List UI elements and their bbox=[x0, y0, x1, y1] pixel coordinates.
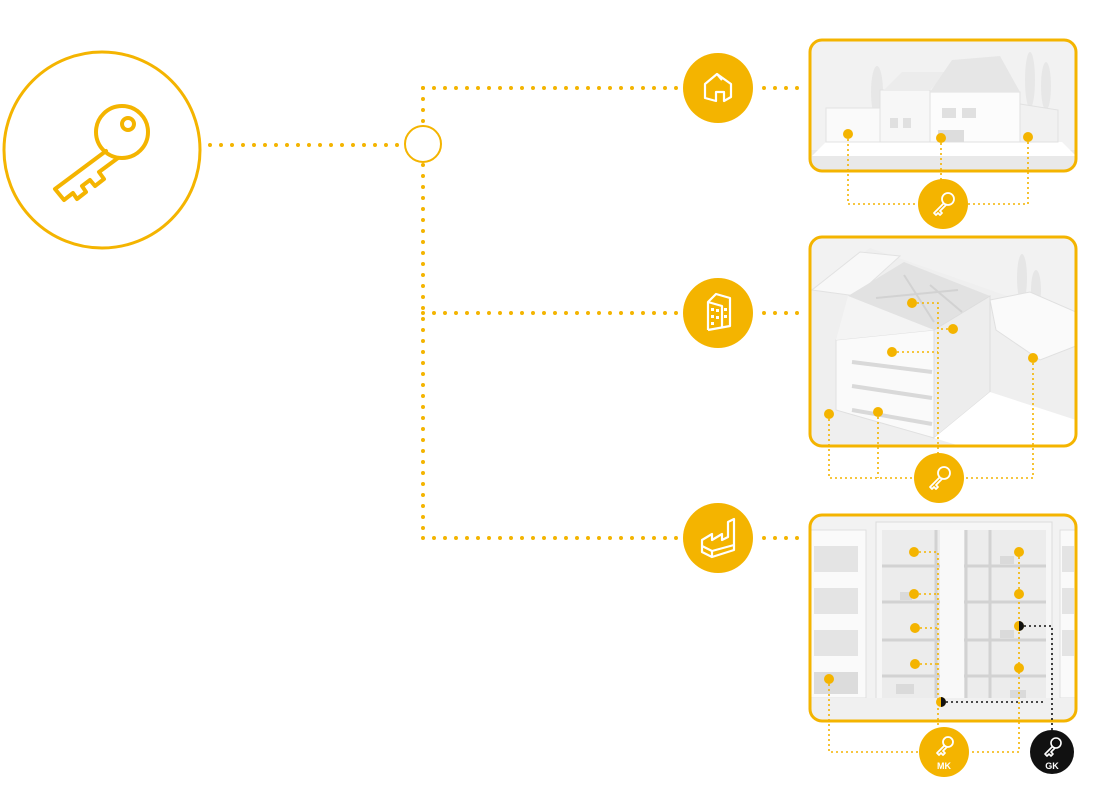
branch-node-commercial bbox=[683, 503, 753, 573]
lock-point bbox=[936, 133, 946, 143]
apartment-panel bbox=[808, 235, 1078, 448]
lock-point bbox=[907, 298, 917, 308]
key-icon bbox=[936, 736, 954, 756]
lock-point bbox=[1014, 663, 1024, 673]
lock-points bbox=[824, 129, 1038, 684]
lock-point bbox=[1014, 589, 1024, 599]
single-family-house-render bbox=[810, 52, 1076, 171]
house-key-badge bbox=[918, 179, 968, 229]
shared-lock-points bbox=[936, 621, 1024, 707]
key-icon bbox=[933, 192, 955, 216]
lock-point bbox=[843, 129, 853, 139]
lock-point bbox=[1023, 132, 1033, 142]
lock-point bbox=[909, 547, 919, 557]
grand-key-connectors bbox=[941, 625, 1053, 735]
factory-icon bbox=[700, 517, 736, 559]
key-icon bbox=[1044, 737, 1062, 757]
house-icon bbox=[703, 72, 733, 103]
junction-ring bbox=[404, 125, 442, 163]
master-key-node bbox=[2, 50, 202, 250]
key-icon bbox=[53, 104, 150, 202]
master-key-label: MK bbox=[937, 761, 951, 771]
lock-point bbox=[910, 659, 920, 669]
lock-point bbox=[1014, 547, 1024, 557]
apartment-key-badge bbox=[914, 453, 964, 503]
apartment-building-render bbox=[810, 248, 1076, 446]
lock-point bbox=[873, 407, 883, 417]
lock-connectors bbox=[828, 134, 1034, 753]
house-panel bbox=[808, 38, 1078, 173]
lock-point bbox=[824, 409, 834, 419]
lock-point bbox=[948, 324, 958, 334]
lock-point bbox=[909, 589, 919, 599]
lock-point bbox=[910, 623, 920, 633]
grand-key-badge: GK bbox=[1030, 730, 1074, 774]
key-icon bbox=[929, 466, 951, 490]
branch-node-apartment bbox=[683, 278, 753, 348]
branch-node-house bbox=[683, 53, 753, 123]
lock-point bbox=[887, 347, 897, 357]
commercial-building-cutaway-render bbox=[810, 521, 1076, 721]
lock-point bbox=[1028, 353, 1038, 363]
lock-point bbox=[824, 674, 834, 684]
master-key-badge: MK bbox=[919, 727, 969, 777]
commercial-panel bbox=[808, 513, 1078, 723]
grand-key-label: GK bbox=[1045, 761, 1059, 771]
apartment-building-icon bbox=[706, 292, 732, 332]
